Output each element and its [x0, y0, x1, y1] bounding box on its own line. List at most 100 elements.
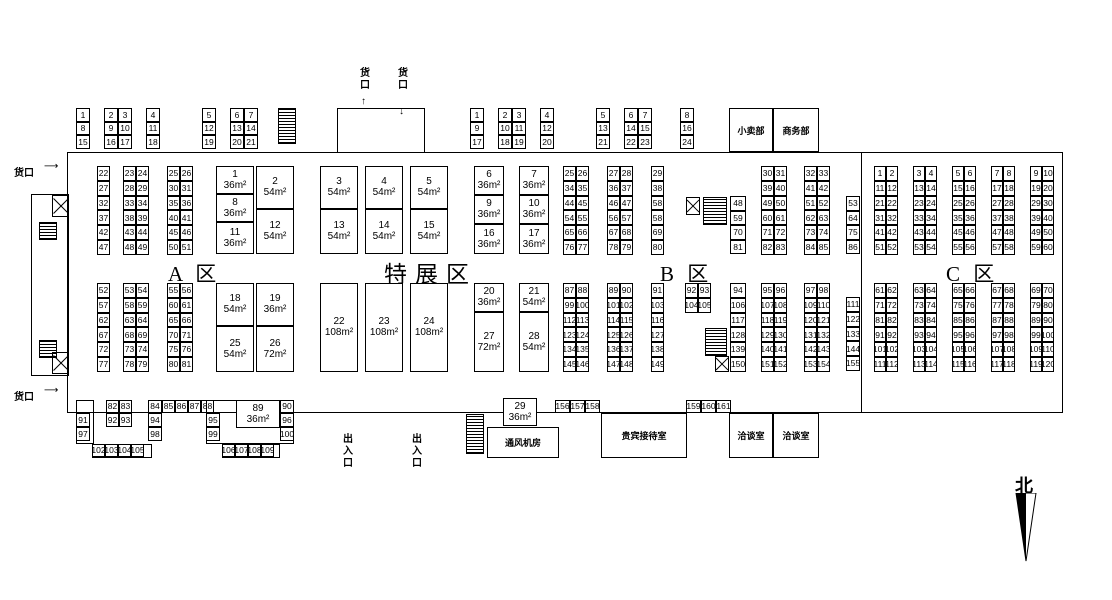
booth[interactable]: 74 [136, 342, 149, 357]
booth[interactable]: 116 [964, 357, 976, 372]
booth[interactable]: 16 [104, 135, 118, 149]
booth[interactable]: 43 [123, 225, 136, 240]
booth[interactable]: 92 [106, 413, 119, 427]
booth[interactable]: 102 [886, 342, 898, 357]
booth[interactable]: 19 [202, 135, 216, 149]
booth[interactable]: 134 [563, 342, 576, 357]
booth[interactable]: 76 [563, 240, 576, 255]
booth[interactable]: 55 [167, 283, 180, 298]
booth[interactable]: 81 [180, 357, 193, 372]
booth[interactable]: 86 [175, 400, 188, 413]
booth[interactable]: 115 [620, 312, 633, 328]
booth[interactable]: 120 [804, 312, 817, 328]
booth[interactable]: 130 [774, 327, 787, 343]
booth[interactable]: 58 [651, 195, 664, 211]
booth[interactable]: 53 [123, 283, 136, 298]
booth[interactable]: 9 [1030, 166, 1042, 181]
booth[interactable]: 13 [230, 121, 244, 136]
booth[interactable]: 91 [874, 327, 886, 343]
booth[interactable]: 54 [136, 283, 149, 298]
booth[interactable]: 38 [1003, 210, 1015, 226]
booth[interactable]: 47 [97, 240, 110, 255]
booth[interactable]: 94 [925, 327, 937, 343]
booth[interactable]: 83 [913, 312, 925, 328]
booth[interactable]: 89 [607, 283, 620, 298]
booth[interactable]: 103 [913, 342, 925, 357]
booth[interactable]: 133 [846, 326, 860, 342]
booth[interactable]: 49 [1030, 225, 1042, 240]
booth[interactable]: 71 [180, 327, 193, 343]
booth[interactable]: 75 [167, 342, 180, 357]
booth[interactable]: 31 [180, 180, 193, 196]
booth[interactable]: 53 [913, 240, 925, 255]
booth[interactable]: 73 [804, 225, 817, 240]
booth[interactable]: 39 [1030, 210, 1042, 226]
booth[interactable]: 58 [123, 297, 136, 313]
booth[interactable]: 6 [230, 108, 244, 122]
booth[interactable]: 110 [1042, 342, 1054, 357]
booth[interactable]: 48 [730, 196, 746, 211]
booth[interactable]: 85 [952, 312, 964, 328]
booth[interactable]: 43 [913, 225, 925, 240]
booth[interactable]: 57 [97, 297, 110, 313]
booth[interactable]: 155 [846, 356, 860, 371]
booth[interactable]: 37 [620, 180, 633, 196]
booth[interactable]: 63 [913, 283, 925, 298]
booth[interactable]: 14 [244, 121, 258, 136]
booth[interactable]: 144 [846, 341, 860, 357]
booth[interactable]: 111 [874, 357, 886, 372]
booth[interactable]: 77 [576, 240, 589, 255]
booth[interactable]: 106 [730, 297, 746, 313]
booth[interactable]: 101 [874, 342, 886, 357]
booth[interactable]: 52 [97, 283, 110, 298]
booth[interactable]: 99 [563, 297, 576, 313]
booth[interactable]: 108 [1003, 342, 1015, 357]
booth[interactable]: 26 [180, 166, 193, 181]
booth[interactable]: 1 [76, 108, 90, 122]
booth[interactable]: 92 [886, 327, 898, 343]
booth[interactable]: 6 [624, 108, 638, 122]
booth[interactable]: 27 [607, 166, 620, 181]
booth[interactable]: 69 [651, 225, 664, 240]
booth[interactable]: 9 [104, 121, 118, 136]
booth[interactable]: 90 [1042, 312, 1054, 328]
booth[interactable]: 36 [180, 195, 193, 211]
booth[interactable]: 6 [964, 166, 976, 181]
booth[interactable]: 83 [119, 400, 132, 413]
booth[interactable]: 98 [817, 283, 830, 298]
booth[interactable]: 143 [817, 342, 830, 357]
booth[interactable]: 88 [576, 283, 589, 298]
booth[interactable]: 37 [991, 210, 1003, 226]
booth[interactable]: 38 [651, 180, 664, 196]
booth[interactable]: 71 [761, 225, 774, 240]
booth[interactable]: 81 [874, 312, 886, 328]
booth[interactable]: 106 [964, 342, 976, 357]
booth[interactable]: 15 [638, 121, 652, 136]
booth[interactable]: 98 [1003, 327, 1015, 343]
booth[interactable]: 79 [136, 357, 149, 372]
booth[interactable]: 11 [512, 121, 526, 136]
booth[interactable]: 2 [498, 108, 512, 122]
booth[interactable]: 49 [761, 195, 774, 211]
booth[interactable]: 78 [123, 357, 136, 372]
booth[interactable]: 13 [913, 180, 925, 196]
booth[interactable]: 160 [701, 400, 716, 413]
booth[interactable]: 19 [512, 135, 526, 149]
booth[interactable]: 2 [104, 108, 118, 122]
booth[interactable]: 88 [1003, 312, 1015, 328]
booth[interactable]: 10 [118, 121, 132, 136]
booth[interactable]: 22 [624, 135, 638, 149]
booth[interactable]: 105 [952, 342, 964, 357]
booth[interactable]: 74 [925, 297, 937, 313]
booth[interactable]: 61 [874, 283, 886, 298]
booth[interactable]: 109 [1030, 342, 1042, 357]
